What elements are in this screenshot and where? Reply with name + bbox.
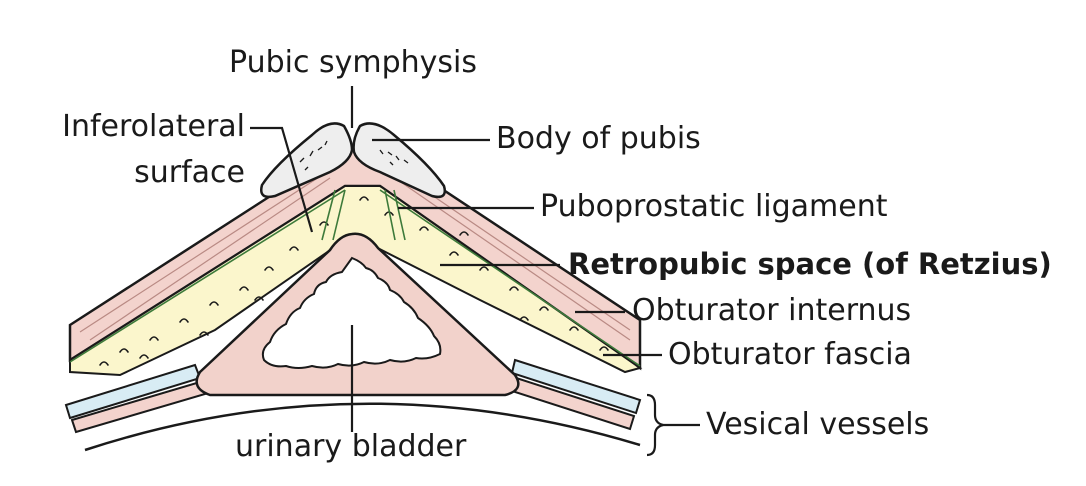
fat-texture <box>99 196 609 366</box>
label-inferolateral-2: surface <box>134 155 245 190</box>
pubis-right-bone <box>352 122 446 199</box>
label-urinary-bladder: urinary bladder <box>235 429 467 464</box>
label-body-of-pubis: Body of pubis <box>496 121 701 156</box>
label-vesical-vessels: Vesical vessels <box>706 407 930 442</box>
leader-inferolateral <box>250 126 314 233</box>
label-puboprostatic-ligament: Puboprostatic ligament <box>540 189 888 224</box>
label-retropubic-space: Retropubic space (of Retzius) <box>568 247 1052 281</box>
pubis-left-bone <box>260 122 354 199</box>
leader-lines <box>250 86 700 457</box>
vesical-vessels-brace <box>646 393 664 457</box>
bladder-lumen <box>261 256 442 369</box>
label-inferolateral-1: Inferolateral <box>62 109 245 144</box>
retropubic-space-shape <box>69 185 643 377</box>
vesical-vessel-blue-right <box>510 358 642 415</box>
bone-texture <box>299 140 409 171</box>
label-obturator-internus: Obturator internus <box>632 293 912 328</box>
label-obturator-fascia: Obturator fascia <box>668 337 912 372</box>
obturator-fascia-lines <box>69 189 641 367</box>
label-pubic-symphysis: Pubic symphysis <box>229 45 477 80</box>
bladder-wall-curve <box>84 402 641 452</box>
